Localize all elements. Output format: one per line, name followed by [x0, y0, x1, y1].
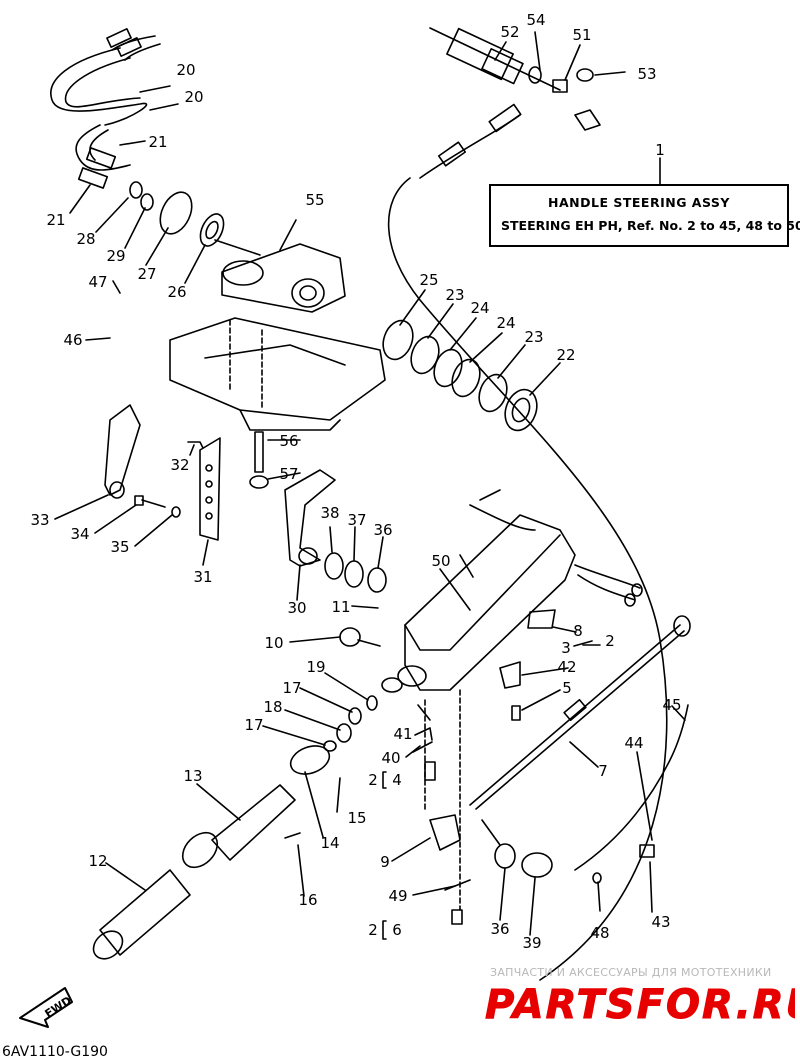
part-label-8: 8 — [573, 622, 583, 640]
part-label-12: 12 — [88, 852, 107, 870]
part-label-2: 2 — [368, 921, 378, 939]
part-label-21: 21 — [148, 133, 167, 151]
part-label-20: 20 — [184, 88, 203, 106]
part-label-11: 11 — [331, 598, 350, 616]
part-label-9: 9 — [380, 853, 390, 871]
drawing-code: 6AV1110-G190 — [2, 1044, 108, 1060]
part-label-22: 22 — [556, 346, 575, 364]
part-label-13: 13 — [183, 767, 202, 785]
watermark-logo-text: PARTSFOR.RU — [485, 982, 795, 1028]
part-label-21: 21 — [46, 211, 65, 229]
part-label-49: 49 — [388, 887, 407, 905]
part-label-46: 46 — [63, 331, 82, 349]
part-label-20: 20 — [176, 61, 195, 79]
part-label-56: 56 — [279, 432, 298, 450]
part-label-51: 51 — [572, 26, 591, 44]
part-label-23: 23 — [524, 328, 543, 346]
part-label-4: 4 — [392, 771, 402, 789]
part-label-57: 57 — [279, 465, 298, 483]
part-label-55: 55 — [305, 191, 324, 209]
part-label-50: 50 — [431, 552, 450, 570]
part-label-6: 6 — [392, 921, 402, 939]
part-label-47: 47 — [88, 273, 107, 291]
part-label-7: 7 — [598, 762, 608, 780]
part-label-54: 54 — [526, 11, 545, 29]
part-label-48: 48 — [590, 924, 609, 942]
part-label-2: 2 — [605, 632, 615, 650]
assembly-title-box: HANDLE STEERING ASSY STEERING EH PH, Ref… — [489, 184, 800, 247]
part-label-38: 38 — [320, 504, 339, 522]
part-label-17: 17 — [282, 679, 301, 697]
part-label-10: 10 — [264, 634, 283, 652]
part-label-23: 23 — [445, 286, 464, 304]
part-label-24: 24 — [496, 314, 515, 332]
part-label-3: 3 — [561, 639, 571, 657]
part-label-45: 45 — [662, 696, 681, 714]
part-label-27: 27 — [137, 265, 156, 283]
part-label-19: 19 — [306, 658, 325, 676]
part-label-1: 1 — [655, 141, 665, 159]
part-label-24: 24 — [470, 299, 489, 317]
assembly-subtitle: STEERING EH PH, Ref. No. 2 to 45, 48 to … — [501, 218, 800, 233]
part-label-31: 31 — [193, 568, 212, 586]
part-label-29: 29 — [106, 247, 125, 265]
part-label-33: 33 — [30, 511, 49, 529]
part-label-26: 26 — [167, 283, 186, 301]
part-label-37: 37 — [347, 511, 366, 529]
part-label-14: 14 — [320, 834, 339, 852]
part-label-44: 44 — [624, 734, 643, 752]
watermark-caption: ЗАПЧАСТИ И АКСЕССУАРЫ ДЛЯ МОТОТЕХНИКИ — [490, 966, 772, 979]
part-label-41: 41 — [393, 725, 412, 743]
part-label-53: 53 — [637, 65, 656, 83]
part-label-43: 43 — [651, 913, 670, 931]
part-label-17: 17 — [244, 716, 263, 734]
fwd-arrow-label: FWD — [43, 994, 74, 1021]
part-label-36: 36 — [373, 521, 392, 539]
part-label-39: 39 — [522, 934, 541, 952]
part-label-30: 30 — [287, 599, 306, 617]
watermark-logo: PARTSFOR.RU — [485, 982, 795, 1029]
part-label-35: 35 — [110, 538, 129, 556]
part-label-16: 16 — [298, 891, 317, 909]
part-label-52: 52 — [500, 23, 519, 41]
part-label-2: 2 — [368, 771, 378, 789]
assembly-title: HANDLE STEERING ASSY — [548, 195, 730, 210]
part-label-32: 32 — [170, 456, 189, 474]
part-label-42: 42 — [557, 658, 576, 676]
part-label-5: 5 — [562, 679, 572, 697]
part-label-15: 15 — [347, 809, 366, 827]
part-label-36: 36 — [490, 920, 509, 938]
part-label-28: 28 — [76, 230, 95, 248]
part-label-18: 18 — [263, 698, 282, 716]
part-label-34: 34 — [70, 525, 89, 543]
part-label-40: 40 — [381, 749, 400, 767]
part-label-25: 25 — [419, 271, 438, 289]
